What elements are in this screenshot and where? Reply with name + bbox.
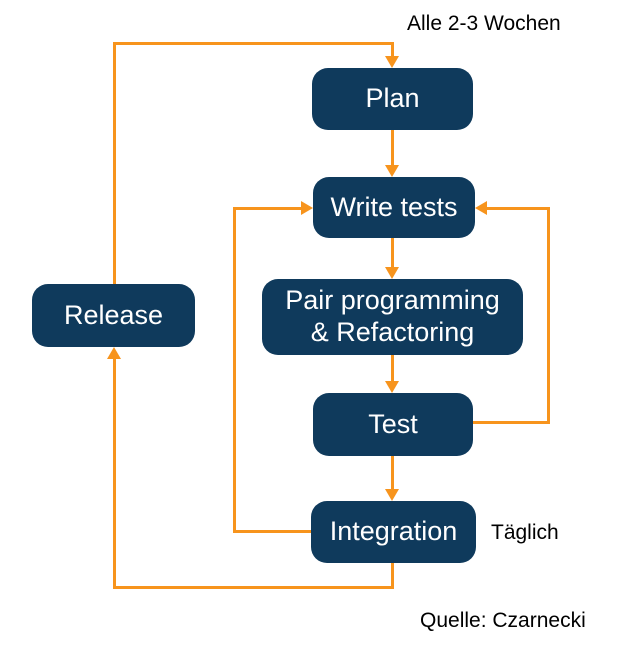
arrowhead-into-integration — [385, 489, 399, 501]
arrowhead-into-plan — [385, 56, 399, 68]
edge-release-plan-line — [113, 42, 394, 45]
edge-test-write-tests-line — [547, 207, 550, 424]
edge-release-plan-line — [391, 42, 394, 57]
edge-release-plan-line — [113, 42, 116, 284]
node-pair-programming: Pair programming & Refactoring — [262, 279, 523, 355]
daily-label: Täglich — [491, 521, 559, 544]
edge-integration-write-tests-line — [233, 207, 236, 533]
node-write-tests: Write tests — [313, 177, 475, 238]
arrowhead-into-test — [385, 381, 399, 393]
arrowhead-into-write-tests — [385, 165, 399, 177]
node-test: Test — [313, 393, 473, 456]
edge-write-tests-pair-line — [391, 238, 394, 268]
node-pair-programming-label: Pair programming & Refactoring — [285, 285, 500, 347]
node-plan: Plan — [312, 68, 473, 130]
node-integration-label: Integration — [329, 516, 458, 547]
cycle-duration-label: Alle 2-3 Wochen — [407, 12, 561, 35]
edge-plan-write-tests-line — [391, 130, 394, 166]
edge-integration-release-line — [113, 358, 116, 589]
edge-integration-write-tests-line — [233, 530, 311, 533]
edge-pair-test-line — [391, 355, 394, 382]
arrowhead-into-release — [107, 347, 121, 359]
edge-integration-release-line — [113, 586, 394, 589]
node-plan-label: Plan — [365, 83, 420, 114]
arrowhead-into-write-tests-left — [301, 201, 313, 215]
node-test-label: Test — [368, 408, 418, 439]
edge-test-write-tests-line — [473, 421, 550, 424]
node-write-tests-label: Write tests — [330, 191, 458, 222]
edge-integration-release-line — [391, 563, 394, 589]
node-integration: Integration — [311, 501, 476, 563]
edge-test-write-tests-line — [486, 207, 550, 210]
edge-test-integration-line — [391, 456, 394, 490]
arrowhead-into-pair-programming — [385, 267, 399, 279]
node-release: Release — [32, 284, 195, 347]
arrowhead-into-write-tests-right — [475, 201, 487, 215]
node-release-label: Release — [63, 299, 164, 330]
source-attribution-label: Quelle: Czarnecki — [420, 609, 586, 632]
edge-integration-write-tests-line — [233, 207, 302, 210]
